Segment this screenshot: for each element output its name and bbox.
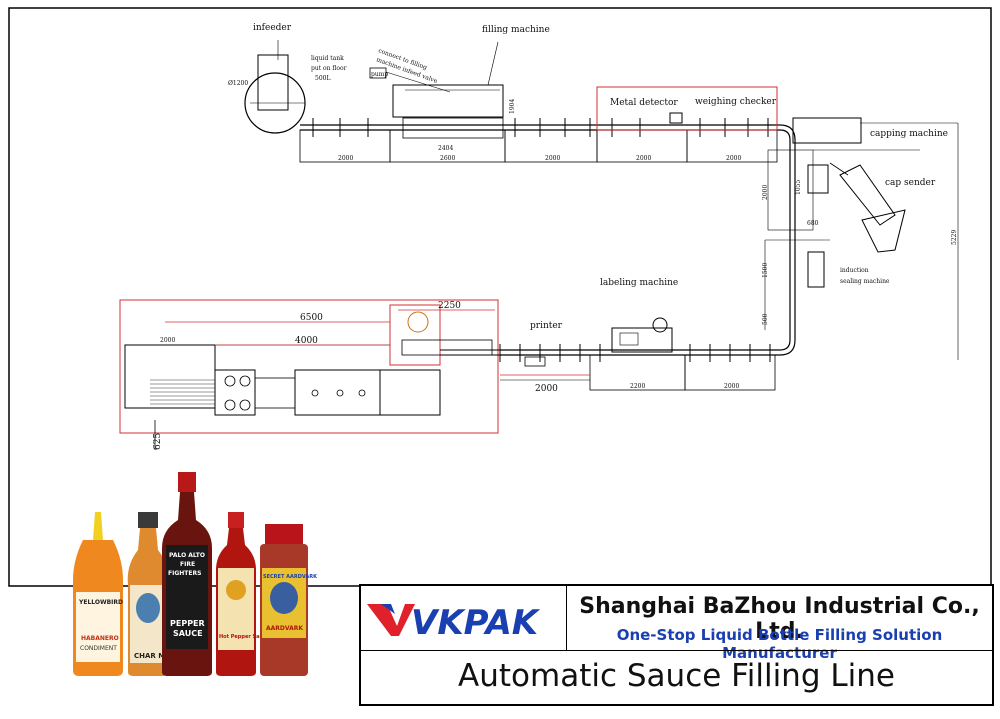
dim-1055: 1055: [795, 180, 802, 195]
dim-2000-f: 2000: [160, 337, 175, 344]
metal-detector-label: Metal detector: [610, 98, 678, 108]
capping-machine-label: capping machine: [870, 129, 948, 139]
unscrambler-highlight: [389, 304, 441, 366]
weighing-checker-label: weighing checker: [695, 97, 777, 107]
induction-label-1: induction: [840, 267, 869, 274]
company-info: Shanghai BaZhou Industrial Co., Ltd. One…: [567, 586, 992, 662]
dim-2000-d: 2000: [726, 155, 741, 162]
dim-2000-e: 2000: [724, 383, 739, 390]
bottle-name: AARDVARK: [266, 625, 303, 632]
bottle-brand-2: FIRE: [180, 561, 195, 568]
bottle-name-2: SAUCE: [173, 629, 203, 638]
bottle-name: Hot Pepper Sauce: [219, 634, 270, 640]
accumulation-highlight: [119, 299, 499, 434]
dim-5229: 5229: [951, 230, 958, 245]
dim-2000-g: 2000: [535, 384, 558, 394]
dim-2404: 2404: [438, 145, 453, 152]
labeling-machine-label: labeling machine: [600, 278, 678, 288]
sauce-bottle-yellowbird: YELLOWBIRD HABANERO CONDIMENT: [73, 512, 123, 676]
sauce-bottle-charman: CHAR MAN: [127, 512, 177, 676]
cap-sender-unit: [829, 162, 906, 253]
dim-2000-v: 2000: [762, 185, 769, 200]
vkpak-logo: VKPAK: [367, 603, 541, 643]
dim-2600: 2600: [440, 155, 455, 162]
company-name: Shanghai BaZhou Industrial Co., Ltd.: [579, 594, 980, 644]
title-block: VKPAK Shanghai BaZhou Industrial Co., Lt…: [359, 584, 994, 706]
sauce-bottle-paloalto: PALO ALTO FIRE FIGHTERS PEPPER SAUCE: [162, 472, 212, 676]
bottle-brand: CHAR MAN: [134, 652, 177, 660]
dim-2000-c: 2000: [636, 155, 651, 162]
dim-500: 500: [762, 313, 769, 325]
labeling-machine-unit: [611, 317, 673, 353]
sauce-bottle-hotpepper: Hot Pepper Sauce: [216, 512, 270, 676]
liquid-tank-label-2: put on floor: [311, 65, 347, 72]
bottle-brand: SECRET AARDVARK: [263, 574, 318, 580]
company-slogan: One-Stop Liquid Bottle Filling Solution …: [616, 626, 943, 662]
logo-text: VKPAK: [411, 603, 541, 643]
metal-detector-unit: [669, 112, 683, 124]
printer-label: printer: [530, 321, 563, 331]
bottle-name-2: CONDIMENT: [80, 645, 117, 652]
infeeder-label: infeeder: [253, 23, 292, 33]
dim-2200: 2200: [630, 383, 645, 390]
top-conveyor: [299, 118, 780, 163]
dim-2000-a: 2000: [338, 155, 353, 162]
line-title: Automatic Sauce Filling Line: [458, 658, 895, 694]
title-divider: [361, 650, 992, 651]
bottle-name-1: HABANERO: [81, 635, 119, 642]
bottom-conveyor: [499, 339, 796, 391]
bottle-brand-1: PALO ALTO: [169, 552, 205, 559]
liquid-tank-label-1: liquid tank: [311, 55, 344, 62]
dim-2000-b: 2000: [545, 155, 560, 162]
capping-machine-unit: [767, 117, 959, 360]
filling-machine-unit: [369, 41, 504, 139]
induction-sealing-unit: [764, 239, 830, 330]
dim-6500: 6500: [300, 313, 323, 323]
dim-1904: 1904: [509, 99, 516, 114]
bottle-brand: YELLOWBIRD: [78, 599, 123, 606]
dim-4000: 4000: [295, 336, 318, 346]
bottle-name-1: PEPPER: [170, 619, 205, 628]
dim-1500: 1500: [762, 263, 769, 278]
sauce-bottle-aardvark: SECRET AARDVARK AARDVARK: [260, 524, 318, 676]
company-logo: VKPAK: [361, 586, 567, 650]
liquid-tank-label-3: 500L: [315, 75, 330, 82]
pump-label: pump: [371, 71, 388, 78]
bottle-brand-3: FIGHTERS: [168, 570, 201, 577]
dim-625: 625: [153, 433, 163, 450]
dim-2250: 2250: [438, 301, 461, 311]
drawing-frame: [8, 7, 992, 587]
induction-label-2: sealing machine: [840, 278, 890, 285]
accumulation-unit: [124, 311, 500, 416]
detector-checker-highlight: [596, 86, 778, 131]
dim-680: 680: [807, 220, 819, 227]
dimension-lines: [165, 309, 590, 376]
cap-sender-label: cap sender: [885, 178, 936, 188]
infeeder-unit: [244, 40, 306, 134]
diameter-label: Ø1200: [228, 80, 248, 87]
filling-machine-label: filling machine: [482, 25, 550, 35]
